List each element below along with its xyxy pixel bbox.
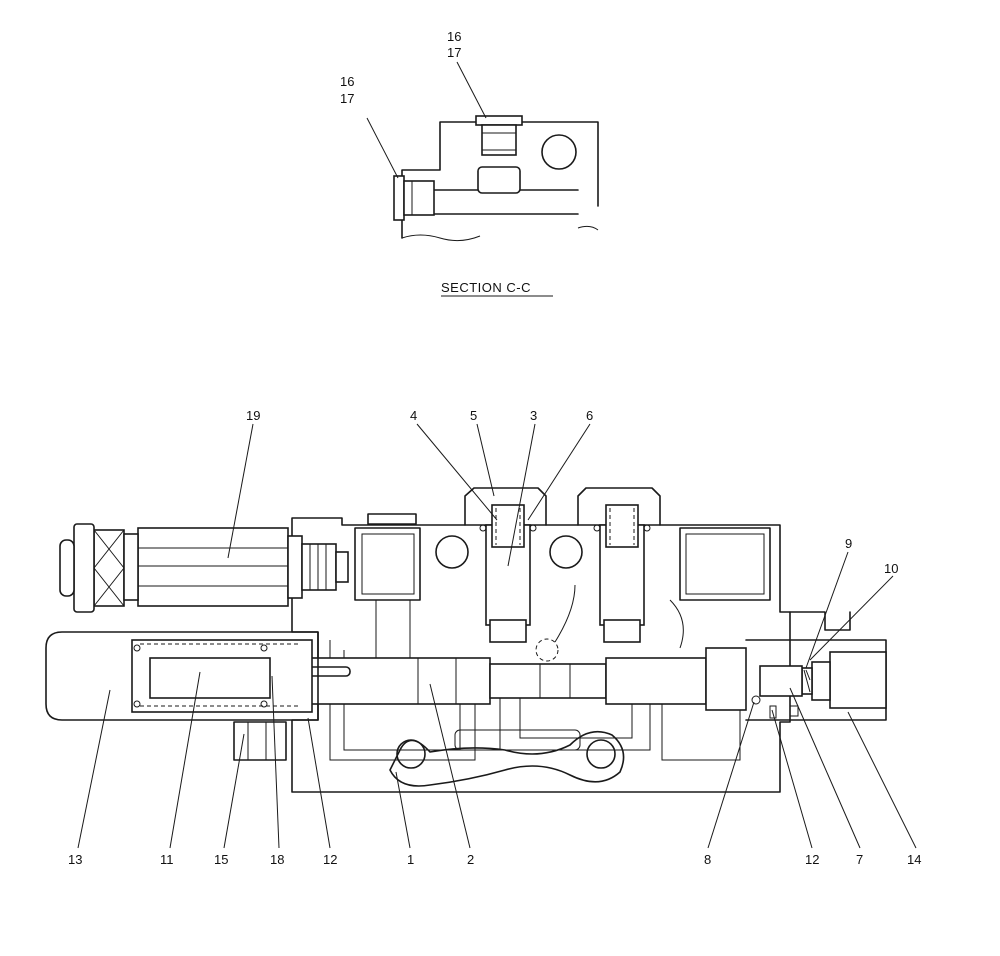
label-11: 11 [160,852,174,867]
label-7: 7 [856,852,863,867]
label-8: 8 [704,852,711,867]
label-17-top: 17 [447,45,461,60]
label-3: 3 [530,408,537,423]
label-12-right: 12 [805,852,819,867]
section-cc-detail [366,61,599,242]
main-valve-section [45,487,887,793]
label-14: 14 [907,852,921,867]
label-2: 2 [467,852,474,867]
label-4: 4 [410,408,417,423]
label-5: 5 [470,408,477,423]
label-17-left: 17 [340,91,354,106]
label-19: 19 [246,408,260,423]
label-1: 1 [407,852,414,867]
label-15: 15 [214,852,228,867]
label-13: 13 [68,852,82,867]
label-12-left: 12 [323,852,337,867]
label-9: 9 [845,536,852,551]
label-6: 6 [586,408,593,423]
leader-lines [77,423,917,849]
label-10: 10 [884,561,898,576]
section-title: SECTION C-C [441,280,531,295]
label-18: 18 [270,852,284,867]
label-16-top: 16 [447,29,461,44]
label-16-left: 16 [340,74,354,89]
